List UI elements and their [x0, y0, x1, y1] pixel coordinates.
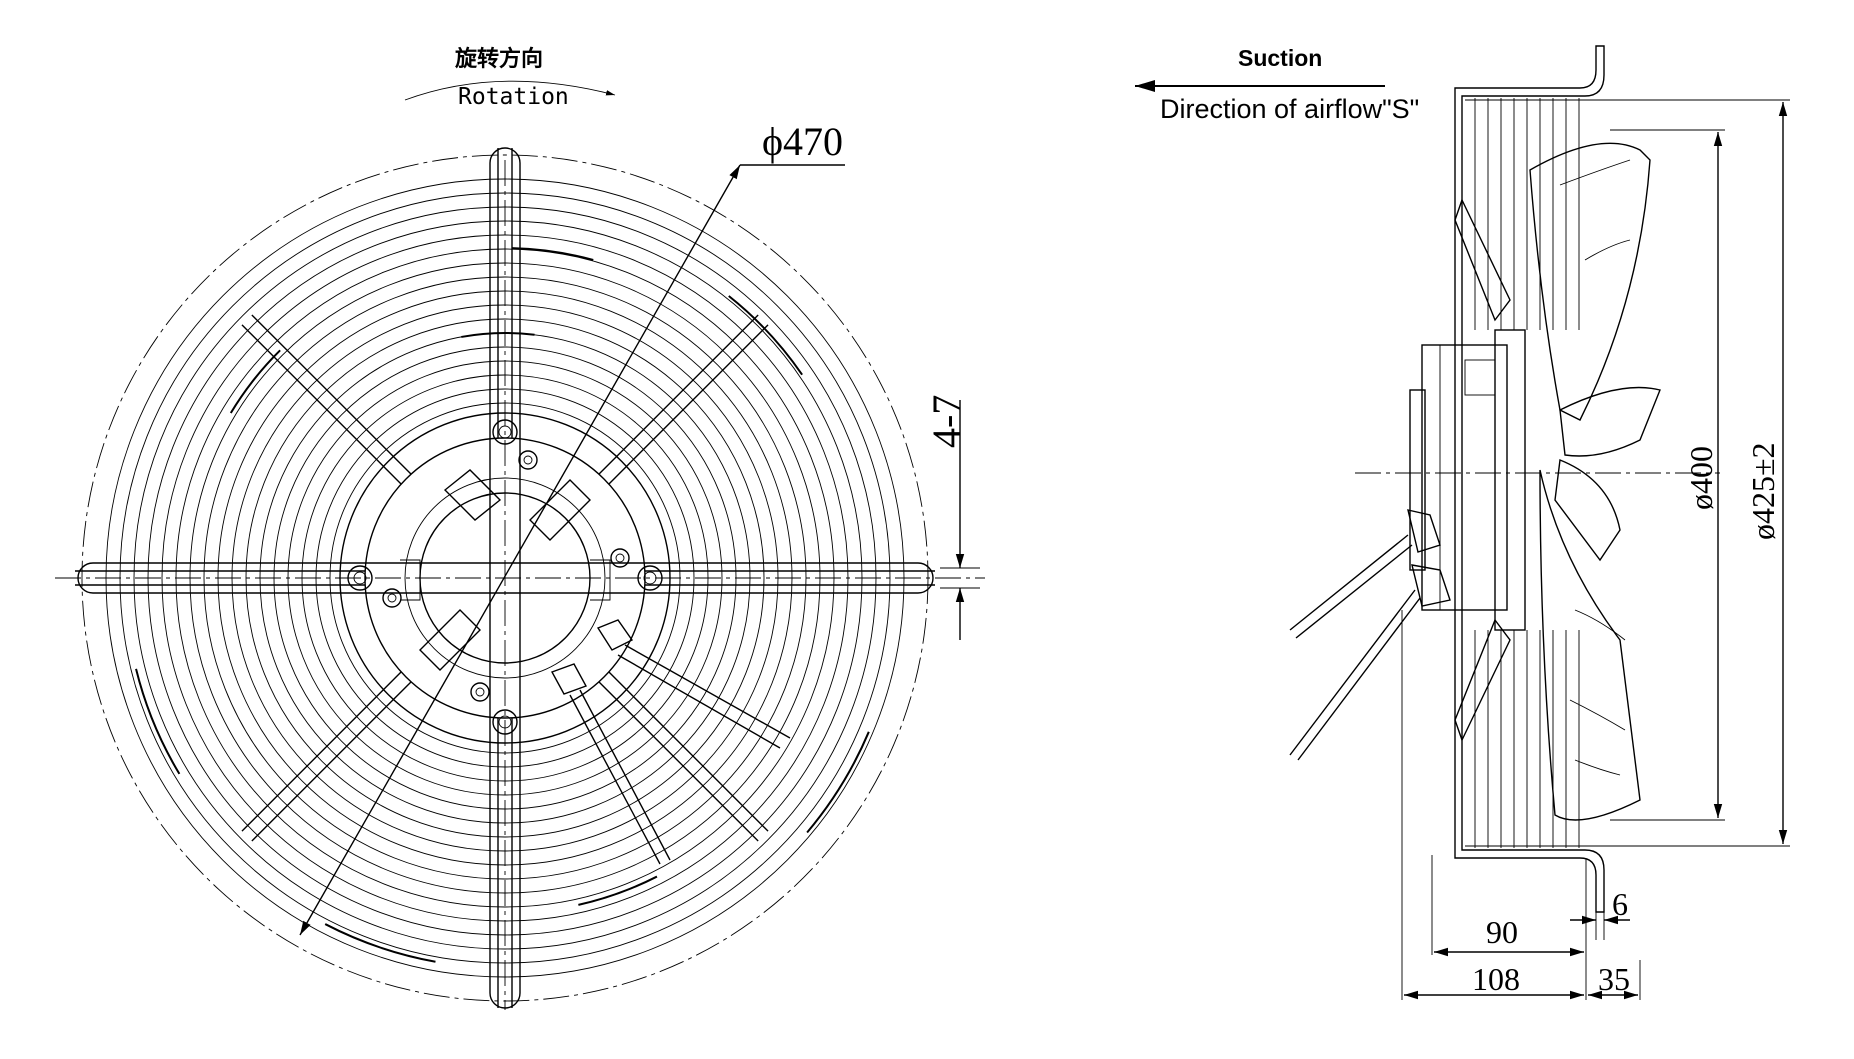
- cables-side: [1289, 509, 1451, 761]
- guard-bracket: [1454, 198, 1511, 322]
- motor-body: [1409, 329, 1526, 631]
- guard-spoke: [241, 671, 402, 832]
- suction-label: Suction: [1238, 45, 1322, 71]
- svg-text:90: 90: [1486, 914, 1518, 950]
- blade-slot: [135, 668, 181, 775]
- mounting-hole-inner: [523, 455, 533, 465]
- guard-spoke: [608, 324, 769, 485]
- rotation-label-en: Rotation: [458, 84, 569, 110]
- svg-text:108: 108: [1472, 961, 1520, 997]
- mounting-hole-inner: [387, 593, 397, 603]
- airflow-label: Direction of airflow"S": [1160, 94, 1419, 124]
- svg-text:35: 35: [1598, 961, 1630, 997]
- svg-text:ø400: ø400: [1683, 446, 1719, 510]
- mounting-hole: [470, 682, 490, 702]
- guard-ribs: [1454, 98, 1580, 848]
- mounting-hole-inner: [475, 687, 485, 697]
- guard-spoke: [241, 324, 402, 485]
- blade-slots: [135, 247, 870, 963]
- guard-spoke: [251, 681, 412, 842]
- fan-blades: [1529, 142, 1661, 821]
- guard-spoke: [598, 314, 759, 475]
- dim-blade-dia: ø400: [1610, 129, 1725, 821]
- guard-spoke: [251, 314, 412, 475]
- guard-bracket: [1454, 618, 1511, 742]
- guard-outline: [1454, 45, 1605, 913]
- dim-bottom: 6 90 108 35: [1401, 610, 1641, 1000]
- blade-slot: [229, 349, 281, 414]
- hole-dimension: 4-7: [924, 395, 980, 640]
- svg-text:6: 6: [1612, 886, 1628, 922]
- cable-glands-front: [550, 619, 791, 865]
- rotation-label-cn: 旋转方向: [455, 46, 543, 72]
- side-view: Suction Direction of airflow"S": [1135, 45, 1790, 1000]
- mounting-hole: [610, 548, 630, 568]
- blade-slot: [728, 295, 803, 376]
- svg-text:4-7: 4-7: [924, 395, 969, 448]
- mounting-hole: [518, 450, 538, 470]
- blade-slot: [806, 731, 870, 834]
- dia-470-leader: [299, 164, 741, 936]
- blade-slot: [324, 923, 436, 963]
- dim-guard-dia: ø425±2: [1465, 99, 1790, 847]
- dia-470-label: ϕ470: [762, 119, 843, 164]
- mounting-hole-inner: [615, 553, 625, 563]
- svg-text:ø425±2: ø425±2: [1745, 442, 1781, 540]
- mounting-hole: [382, 588, 402, 608]
- rotation-arrow: [404, 80, 616, 101]
- front-view: ϕ470 旋转方向 Rotation 4-7: [55, 46, 985, 1010]
